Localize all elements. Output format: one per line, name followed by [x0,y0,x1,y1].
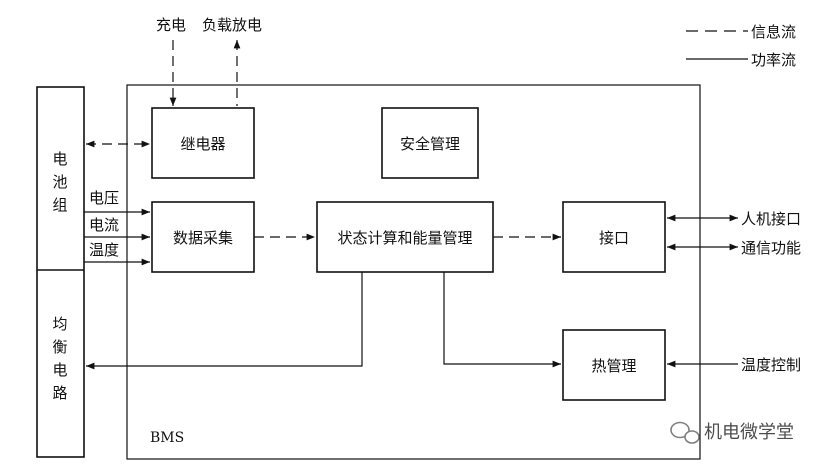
legend-power-flow: 功率流 [751,51,796,69]
thermal-label: 热管理 [591,357,636,375]
safety-box [381,107,479,179]
bms-label: BMS [150,430,184,446]
calc-to-balancing-arrow [86,272,363,370]
watermark: 机电微学堂 [670,421,794,444]
balancing-char: 衡 [52,338,67,356]
relay-label: 继电器 [180,135,225,153]
battery-pack-char: 池 [52,173,67,191]
current-label: 电流 [89,216,119,234]
battery-pack-char: 组 [52,196,67,214]
temperature-label: 温度 [89,241,119,259]
balancing-circuit-label: 均 衡 电 路 [52,315,67,402]
relay-box [151,107,255,179]
hmi-label: 人机接口 [741,210,801,228]
battery-pack-label: 电 池 组 [52,150,67,214]
temp-control-label: 温度控制 [741,356,801,374]
interface-box [562,201,666,273]
left-column [36,86,85,458]
label-charge: 充电 [156,16,186,34]
safety-label: 安全管理 [400,135,460,153]
balancing-char: 均 [52,315,67,333]
comm-label: 通信功能 [741,239,801,257]
balancing-char: 电 [52,361,67,379]
watermark-text: 机电微学堂 [704,422,794,443]
thermal-box [562,329,666,401]
wechat-icon [670,421,700,444]
battery-pack-char: 电 [52,150,67,168]
label-load-discharge: 负载放电 [202,16,262,34]
state-calc-label: 状态计算和能量管理 [337,229,472,247]
calc-to-thermal-arrow [443,272,561,368]
voltage-label: 电压 [89,189,119,207]
balancing-char: 路 [52,384,67,402]
interface-label: 接口 [599,229,629,247]
legend-info-flow: 信息流 [751,23,796,41]
data-acquisition-label: 数据采集 [173,229,233,247]
bms-frame [126,84,701,460]
